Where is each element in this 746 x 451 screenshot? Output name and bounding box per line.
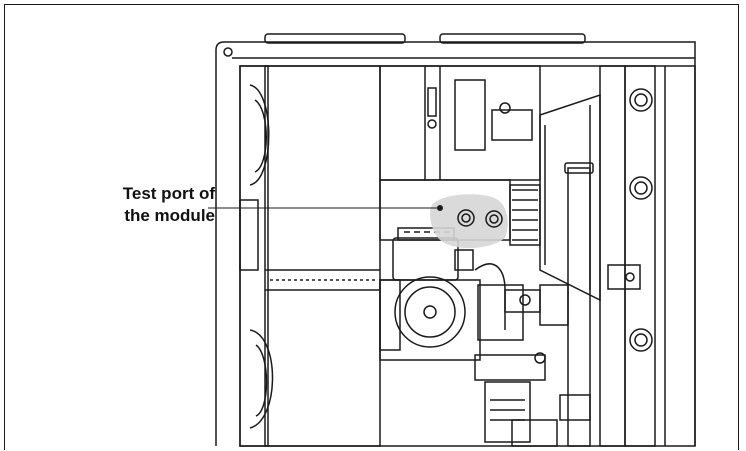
connector-2 <box>629 176 653 200</box>
left-coil-1 <box>249 84 270 186</box>
vertical-pipe <box>567 167 591 447</box>
pump-wheel-outer <box>394 276 466 348</box>
vertical-duct <box>264 65 381 447</box>
top-cap-left <box>264 33 406 44</box>
callout-dot <box>437 205 443 211</box>
left-coil-2 <box>249 329 274 429</box>
corner-screw <box>223 47 233 57</box>
pump-hub <box>423 305 437 319</box>
connector-1 <box>629 88 653 112</box>
lower-fitting <box>484 381 531 443</box>
callout-label-line-1: Test port of <box>122 184 215 203</box>
pump-wheel <box>404 286 456 338</box>
cabinet-inner-frame <box>239 65 696 447</box>
connector-3 <box>629 328 653 352</box>
cabinet-outline <box>215 41 696 446</box>
top-cap-right <box>439 33 586 44</box>
figure-frame <box>4 4 739 450</box>
callout-label-line-2: the module <box>124 206 215 225</box>
bracket <box>607 264 641 290</box>
heat-exchanger-panel <box>539 93 601 302</box>
